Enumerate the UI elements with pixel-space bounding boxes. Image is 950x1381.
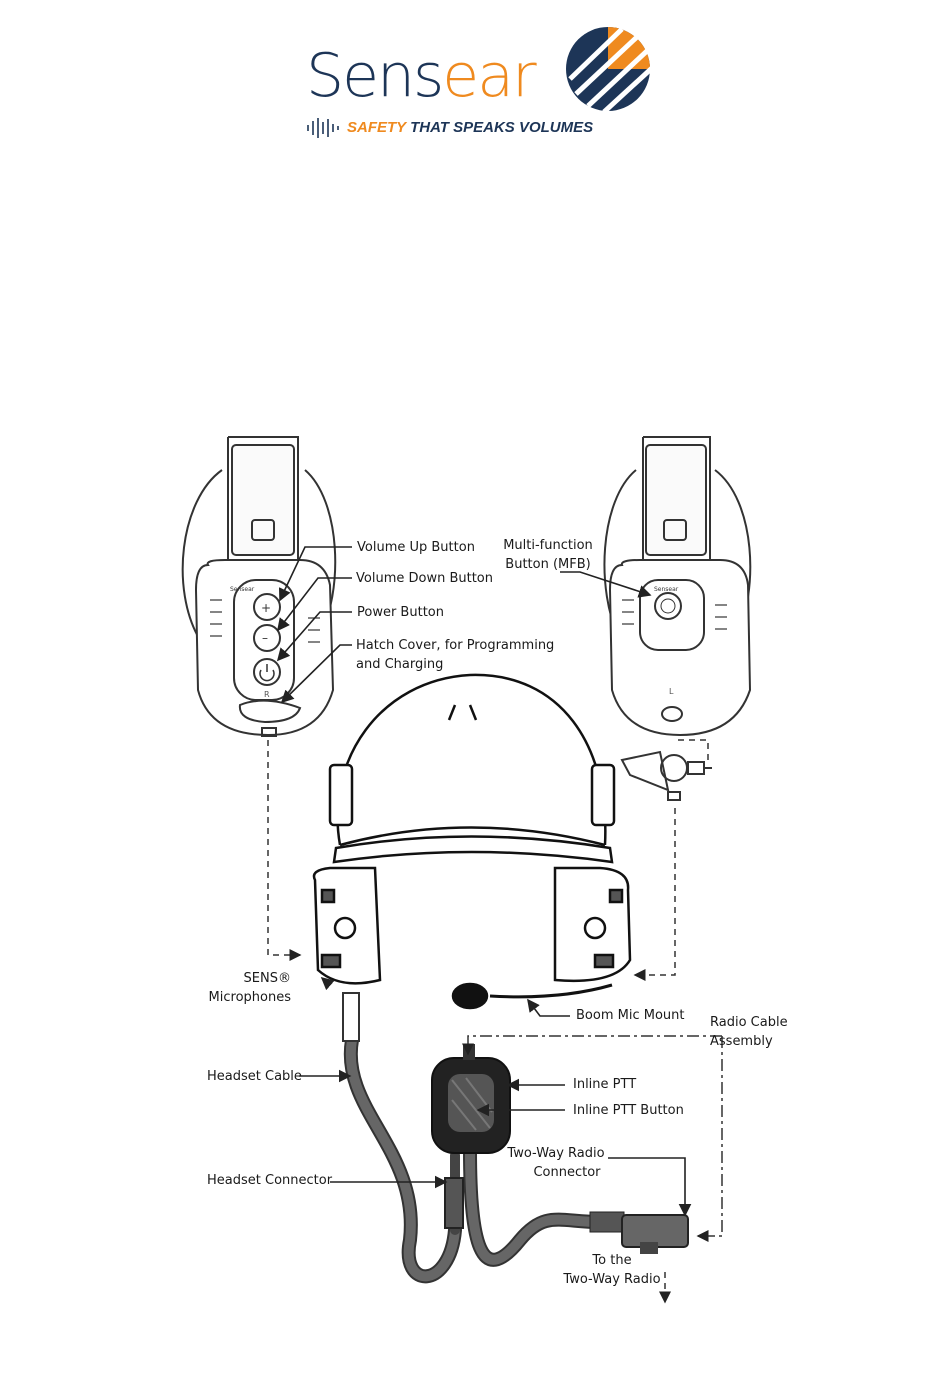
- multi-function-button-label: Multi-function Button (MFB): [503, 538, 593, 572]
- headset-cable-plug: [342, 992, 360, 1042]
- cable-drawing: [343, 1033, 607, 1284]
- callout-leaders: [276, 546, 692, 1217]
- sound-wave-logo-icon: [566, 27, 654, 114]
- inline-ptt-drawing: [431, 1044, 511, 1154]
- svg-text:+: +: [261, 601, 271, 615]
- radio-cable-assembly-path: [462, 1035, 723, 1242]
- two-way-radio-connector-label: Two-Way Radio Connector: [507, 1146, 605, 1180]
- volume-down-button-label: Volume Down Button: [356, 571, 493, 586]
- sens-microphones-label: SENS® Microphones: [208, 971, 291, 1005]
- boom-mic-mount-label: Boom Mic Mount: [576, 1008, 685, 1023]
- radio-cable-plug-drawing: [620, 750, 712, 801]
- right-ear-mark: R: [264, 690, 270, 699]
- left-earmuff-drawing: [603, 436, 752, 737]
- dashed-connections: [267, 739, 709, 1304]
- hard-hat-headset-drawing: [312, 673, 632, 1010]
- two-way-radio-connector-drawing: [589, 1211, 689, 1254]
- inline-ptt-label: Inline PTT: [573, 1077, 637, 1092]
- hatch-cover-label: Hatch Cover, for Programming and Chargin…: [356, 638, 555, 672]
- cup-brand-mark-left: Sensear: [654, 586, 679, 593]
- brand-wordmark: Sensear: [306, 41, 537, 111]
- headset-cable-label: Headset Cable: [207, 1069, 302, 1084]
- brand-logo: Sensear SAFETY THAT SPEAKS VOLUMES: [300, 20, 660, 145]
- cup-brand-mark-right: Sensear: [230, 586, 255, 593]
- brand-tagline: SAFETY THAT SPEAKS VOLUMES: [347, 119, 594, 136]
- headset-connector-label: Headset Connector: [207, 1173, 333, 1188]
- left-ear-mark: L: [669, 687, 674, 696]
- volume-up-button-label: Volume Up Button: [357, 540, 475, 555]
- svg-text:–: –: [262, 631, 268, 645]
- power-button-label: Power Button: [357, 605, 444, 620]
- headset-connector-drawing: [444, 1177, 464, 1229]
- to-two-way-radio-label: To the Two-Way Radio: [563, 1253, 661, 1287]
- inline-ptt-button-label: Inline PTT Button: [573, 1103, 684, 1118]
- audio-bars-icon: [307, 118, 339, 138]
- radio-cable-assembly-label: Radio Cable Assembly: [710, 1015, 788, 1049]
